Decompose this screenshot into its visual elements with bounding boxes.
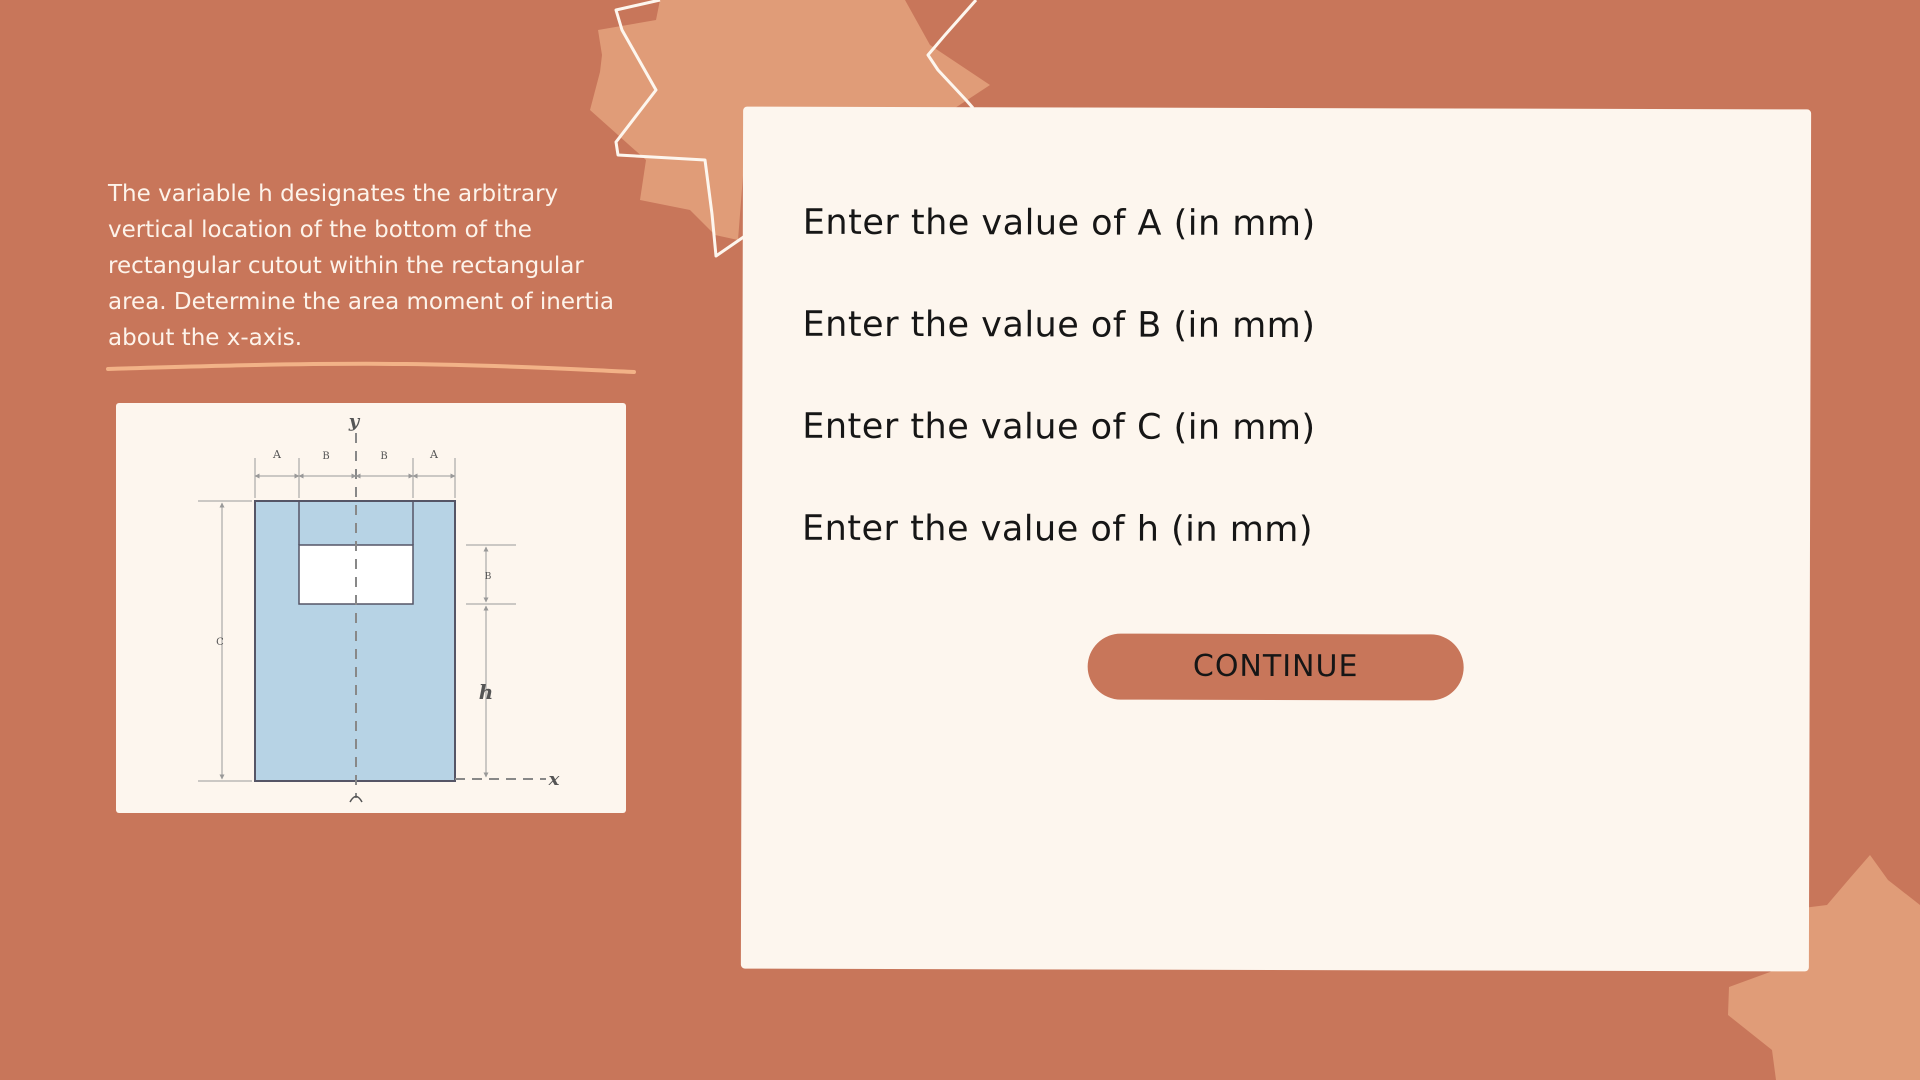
prompt-value-c: Enter the value of C (in mm) — [802, 406, 1316, 449]
label-dim-b-right: B — [380, 451, 387, 462]
handdrawn-underline — [106, 361, 636, 374]
label-y-axis: y — [348, 411, 361, 432]
label-dim-a-left: A — [272, 448, 282, 461]
continue-button[interactable]: CONTINUE — [1087, 633, 1464, 701]
figure-card: y x A B B A C B h — [116, 403, 626, 813]
prompt-value-b: Enter the value of B (in mm) — [802, 304, 1316, 347]
prompt-value-h: Enter the value of h (in mm) — [801, 508, 1314, 551]
problem-statement: The variable h designates the arbitrary … — [108, 181, 614, 351]
label-dim-c: C — [216, 637, 224, 648]
label-dim-b-vertical: B — [485, 572, 492, 582]
prompt-value-a: Enter the value of A (in mm) — [802, 202, 1316, 245]
label-dim-a-right: A — [429, 448, 439, 461]
label-x-axis: x — [548, 769, 560, 790]
label-dim-b-left: B — [322, 451, 329, 462]
cross-section-figure: y x A B B A C B h — [198, 411, 560, 803]
label-dim-h: h — [479, 680, 494, 704]
input-card: Enter the value of A (in mm) Enter the v… — [740, 106, 1812, 972]
